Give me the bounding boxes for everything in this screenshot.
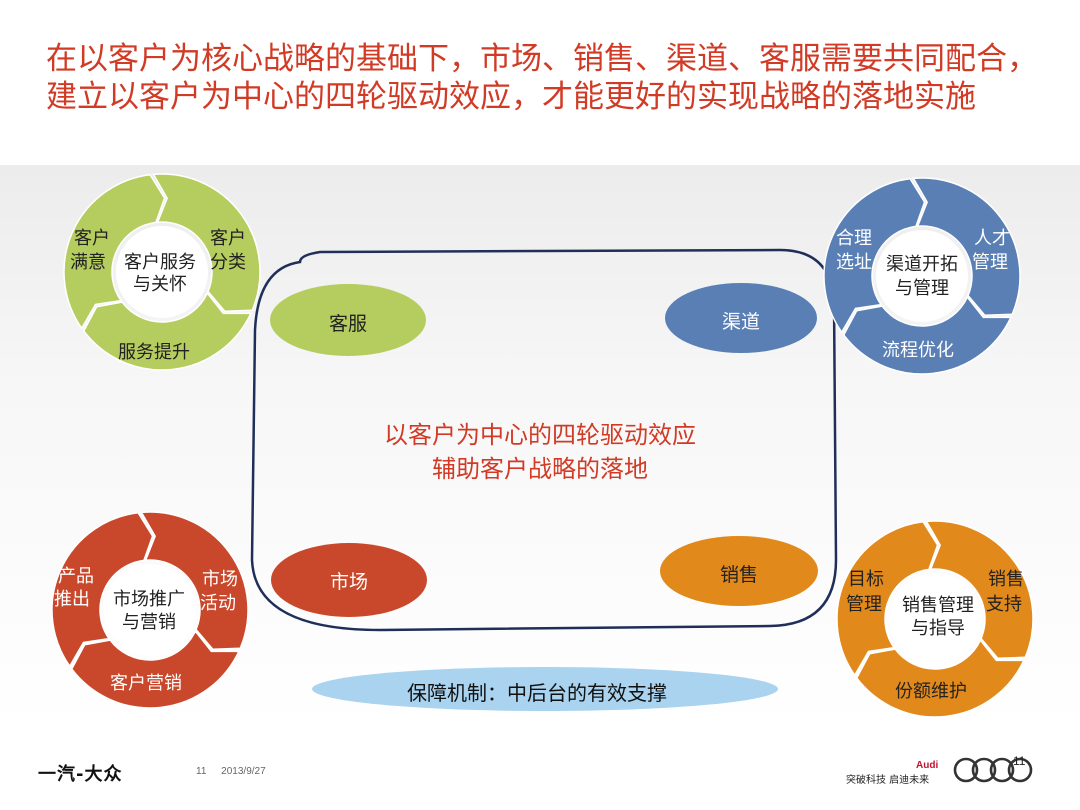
center-statement: 以客户为中心的四轮驱动效应 辅助客户战略的落地 — [330, 418, 750, 486]
sales-ring-segment-1 — [925, 520, 1034, 659]
center-line-1: 以客户为中心的四轮驱动效应 — [384, 421, 696, 449]
service-bottom-label: 服务提升 — [118, 342, 190, 363]
channel-ring-center — [876, 230, 968, 322]
support-ellipse — [312, 667, 778, 711]
sales-ring-center — [889, 573, 981, 665]
service-right-label-1: 客户 — [210, 228, 246, 249]
channel-ring-segment-1 — [912, 177, 1021, 316]
sales-left-label-1: 目标 — [848, 569, 884, 590]
market-node — [271, 543, 427, 617]
channel-ring-segment-3 — [823, 177, 926, 334]
market-ring-segment-3 — [51, 511, 154, 668]
footer-date: 2013/9/27 — [221, 766, 266, 777]
sales-bottom-label: 份额维护 — [895, 681, 967, 702]
market-center-label-2: 与营销 — [122, 612, 176, 633]
footer-meta: 11 2013/9/27 — [196, 766, 278, 777]
service-center-label-1: 客户服务 — [124, 252, 196, 273]
center-line-2: 辅助客户战略的落地 — [432, 455, 648, 483]
sales-center-label-1: 销售管理 — [902, 595, 974, 616]
support-label: 保障机制：中后台的有效支撑 — [407, 681, 667, 705]
sales-right-label-2: 支持 — [986, 594, 1022, 615]
footer-page-number: 11 — [196, 766, 207, 777]
company-logo: 一汽-大众 — [38, 764, 123, 785]
audi-slogan: 突破科技 启迪未来 — [846, 775, 930, 786]
service-left-label-1: 客户 — [74, 228, 110, 249]
market-ring-center — [104, 564, 196, 656]
sales-right-label-1: 销售 — [988, 569, 1024, 590]
audi-rings-icon — [953, 757, 1033, 783]
sales-node — [660, 536, 818, 606]
market-center-label-1: 市场推广 — [113, 589, 185, 610]
market-node-label: 市场 — [329, 571, 368, 593]
sales-ring-segment-3 — [836, 520, 939, 677]
market-bottom-label: 客户营销 — [110, 673, 182, 694]
service-ring-segment-2 — [82, 291, 252, 371]
channel-left-label-1: 合理 — [836, 228, 872, 249]
service-node — [270, 284, 426, 356]
service-node-label: 客服 — [328, 313, 367, 335]
channel-right-label-1: 人才 — [974, 228, 1010, 249]
audi-brand: Audi — [916, 760, 939, 771]
market-right-label-1: 市场 — [202, 569, 238, 590]
sales-node-label: 销售 — [719, 564, 758, 586]
channel-center-label-1: 渠道开拓 — [886, 254, 958, 275]
page-title: 在以客户为核心战略的基础下，市场、销售、渠道、客服需要共同配合，建立以客户为中心… — [46, 41, 1038, 115]
service-ring-center — [116, 226, 208, 318]
market-right-label-2: 活动 — [200, 593, 236, 614]
sales-left-label-2: 管理 — [846, 594, 882, 615]
drive-loop — [250, 248, 838, 632]
channel-right-label-2: 管理 — [972, 252, 1008, 273]
market-ring-segment-1 — [140, 511, 249, 650]
sales-center-label-2: 与指导 — [911, 618, 965, 639]
channel-ring-segment-2 — [842, 295, 1012, 375]
channel-center-label-2: 与管理 — [895, 278, 949, 299]
channel-node — [665, 283, 817, 353]
service-ring-segment-1 — [152, 173, 261, 312]
service-ring-segment-3 — [63, 173, 166, 330]
channel-node-label: 渠道 — [721, 311, 760, 333]
service-right-label-2: 分类 — [210, 252, 246, 273]
service-center-label-2: 与关怀 — [133, 274, 187, 295]
channel-bottom-label: 流程优化 — [882, 340, 954, 361]
market-left-label-2: 推出 — [54, 589, 90, 610]
service-left-label-2: 满意 — [70, 252, 106, 273]
market-left-label-1: 产品 — [58, 566, 94, 587]
sales-ring-segment-2 — [855, 638, 1025, 718]
corner-page-number: 11 — [1013, 754, 1026, 768]
market-ring-segment-2 — [70, 629, 240, 709]
channel-left-label-2: 选址 — [836, 252, 872, 273]
